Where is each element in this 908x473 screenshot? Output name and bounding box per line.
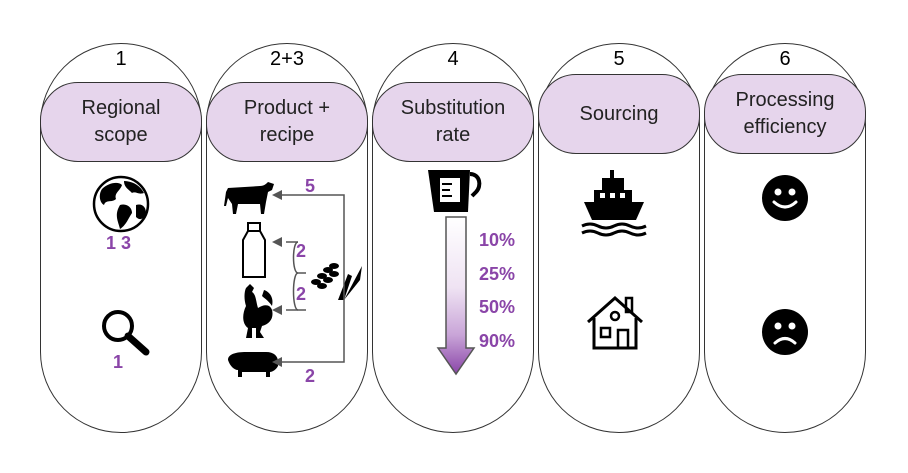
house-icon: [587, 295, 643, 350]
column-number-1: 1: [115, 48, 127, 70]
cow-icon: [224, 182, 274, 214]
column-number-6: 6: [779, 48, 791, 70]
ship-icon: [581, 170, 647, 237]
header-processing-efficiency: Processing efficiency: [704, 74, 866, 154]
header-substitution-rate: Substitution rate: [372, 82, 534, 162]
rooster-icon: [243, 284, 273, 338]
header-product-recipe: Product + recipe: [206, 82, 368, 162]
pig-count-label: 2: [305, 366, 316, 386]
column-number-5: 5: [613, 48, 625, 70]
search-label: 1: [113, 352, 124, 372]
header-label: Regional scope: [81, 97, 161, 146]
magnifier-icon: [102, 310, 150, 356]
header-label: Substitution rate: [400, 97, 506, 146]
header-label: Processing efficiency: [735, 89, 835, 138]
pig-icon: [228, 352, 278, 377]
sad-face-icon: [762, 309, 808, 355]
column-number-2-3: 2+3: [270, 48, 304, 70]
smiley-face-icon: [762, 175, 808, 221]
chicken-count-label: 2: [296, 284, 307, 304]
cattle-count-label: 5: [305, 176, 316, 196]
rate-label: 50%: [479, 297, 516, 317]
rate-label: 90%: [479, 331, 516, 351]
rate-label: 25%: [479, 264, 516, 284]
header-label: Sourcing: [579, 102, 659, 125]
column-number-4: 4: [447, 48, 459, 70]
rate-label: 10%: [479, 230, 516, 250]
milk-bottle-icon: [242, 222, 266, 278]
measuring-cup-icon: [428, 170, 482, 212]
wheat-icon: [311, 263, 362, 300]
recipe-connector-arrows: [272, 190, 345, 367]
substitution-rate-arrow: [436, 216, 476, 376]
header-regional-scope: Regional scope: [40, 82, 202, 162]
globe-icon: [92, 175, 150, 233]
header-label: Product + recipe: [243, 97, 331, 146]
globe-label: 1 3: [106, 233, 132, 253]
header-sourcing: Sourcing: [538, 74, 700, 154]
milk-count-label: 2: [296, 241, 307, 261]
